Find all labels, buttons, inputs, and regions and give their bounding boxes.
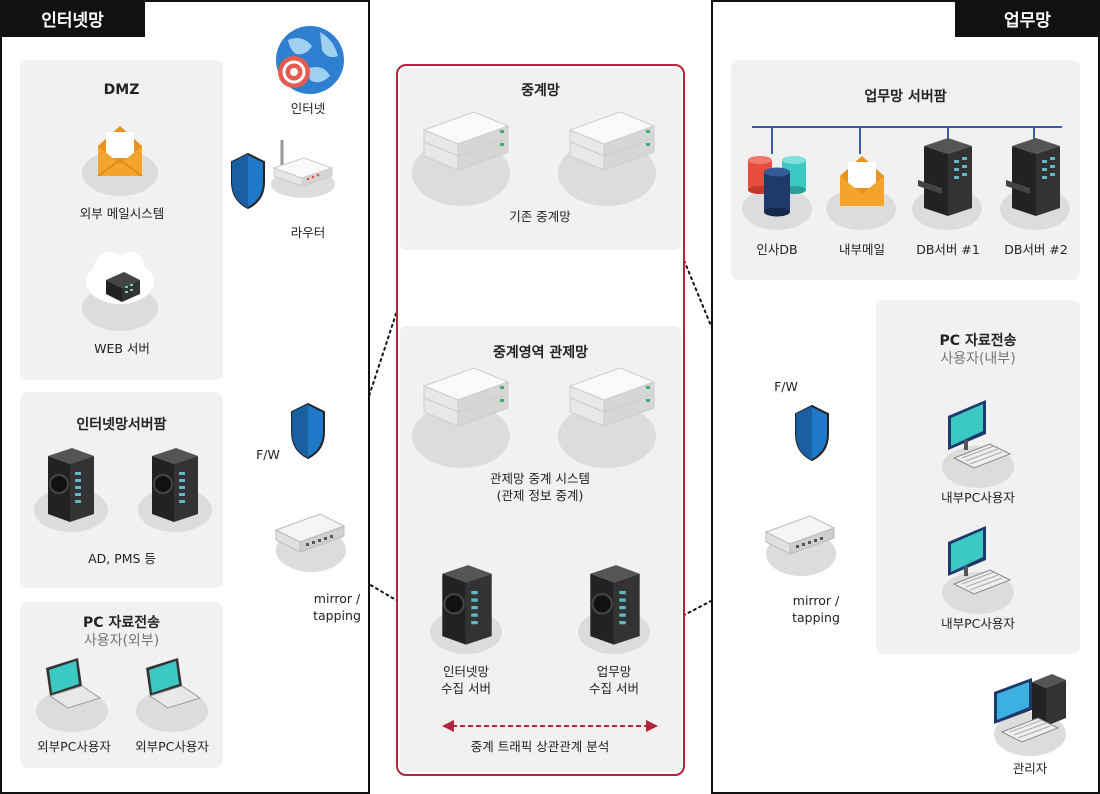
envelope-icon xyxy=(97,126,143,177)
left-mirror-label-1: mirror / xyxy=(313,591,361,606)
admin-label: 관리자 xyxy=(1012,761,1048,776)
internal-user-2-label: 내부PC사용자 xyxy=(941,616,1015,631)
tower-server-icon xyxy=(152,448,198,522)
tower-server-icon xyxy=(48,448,94,522)
internal-mail-icon xyxy=(840,156,884,206)
double-arrow-icon xyxy=(442,720,658,732)
db-server-1-label: DB서버 #1 xyxy=(916,242,980,257)
switch-icon xyxy=(764,515,836,555)
control-server-icon xyxy=(422,367,510,427)
right-mirror-label-1: mirror / xyxy=(792,593,840,608)
external-user-2-label: 외부PC사용자 xyxy=(135,739,209,754)
external-user-1-label: 외부PC사용자 xyxy=(37,739,111,754)
internal-pc-subtitle: 사용자(내부) xyxy=(940,351,1016,367)
external-pc-title: PC 자료전송 xyxy=(83,615,160,631)
internal-mail-label: 내부메일 xyxy=(838,242,886,257)
left-mirror-label-2: tapping xyxy=(313,608,361,623)
right-fw-label: F/W xyxy=(774,379,798,394)
cloud-server-icon xyxy=(86,252,154,304)
router-icon xyxy=(271,140,335,198)
relay-server-icon xyxy=(422,111,510,171)
existing-relay-label: 기존 중계망 xyxy=(509,209,571,224)
inet-collect-label-2: 수집 서버 xyxy=(441,681,491,696)
firewall-shield-icon xyxy=(795,404,829,462)
database-icon xyxy=(748,156,806,217)
firewall-shield-icon xyxy=(291,402,325,460)
desktop-icon xyxy=(948,526,1012,595)
control-label-2: (관제 정보 중계) xyxy=(496,488,584,503)
business-zone-title: 업무망 xyxy=(1004,11,1051,31)
biz-collect-label-2: 수집 서버 xyxy=(589,681,639,696)
relay-server-icon xyxy=(568,111,656,171)
correlation-label: 중계 트래픽 상관관계 분석 xyxy=(470,739,610,754)
left-fw-label: F/W xyxy=(256,447,280,462)
globe-icon xyxy=(276,26,344,94)
internal-user-1-label: 내부PC사용자 xyxy=(941,490,1015,505)
control-label-1: 관제망 중계 시스템 xyxy=(490,471,590,486)
internet-zone-title: 인터넷망 xyxy=(41,11,104,31)
laptop-icon xyxy=(146,658,202,709)
router-label: 라우터 xyxy=(290,225,326,240)
internet-server-farm-title: 인터넷망서버팜 xyxy=(76,417,167,433)
server-farm-label: AD, PMS 등 xyxy=(88,551,156,566)
right-mirror-label-2: tapping xyxy=(792,610,840,625)
inet-collect-label-1: 인터넷망 xyxy=(442,664,490,679)
shield-icon xyxy=(231,152,265,210)
collection-server-icon xyxy=(590,565,640,645)
hr-db-label: 인사DB xyxy=(756,242,798,257)
biz-collect-label-1: 업무망 xyxy=(596,664,632,679)
admin-workstation-icon xyxy=(994,674,1066,743)
control-server-icon xyxy=(568,367,656,427)
switch-icon xyxy=(274,513,346,553)
db-server-2-label: DB서버 #2 xyxy=(1004,242,1068,257)
globe-label: 인터넷 xyxy=(290,101,326,116)
dmz-title: DMZ xyxy=(103,82,140,98)
db-server-1-icon xyxy=(918,138,972,216)
web-label: WEB 서버 xyxy=(94,341,150,356)
internet-zone-tab: 인터넷망 xyxy=(0,0,145,37)
desktop-icon xyxy=(948,400,1012,469)
mail-label: 외부 메일시스템 xyxy=(79,206,165,221)
laptop-icon xyxy=(46,658,102,709)
db-server-2-icon xyxy=(1006,138,1060,216)
relay-title: 중계망 xyxy=(521,83,560,99)
business-server-farm-title: 업무망 서버팜 xyxy=(864,89,947,105)
collection-server-icon xyxy=(442,565,492,645)
control-title: 중계영역 관제망 xyxy=(492,345,589,361)
external-pc-subtitle: 사용자(외부) xyxy=(83,633,160,649)
internal-pc-title: PC 자료전송 xyxy=(939,333,1017,349)
business-zone-tab: 업무망 xyxy=(955,0,1100,37)
